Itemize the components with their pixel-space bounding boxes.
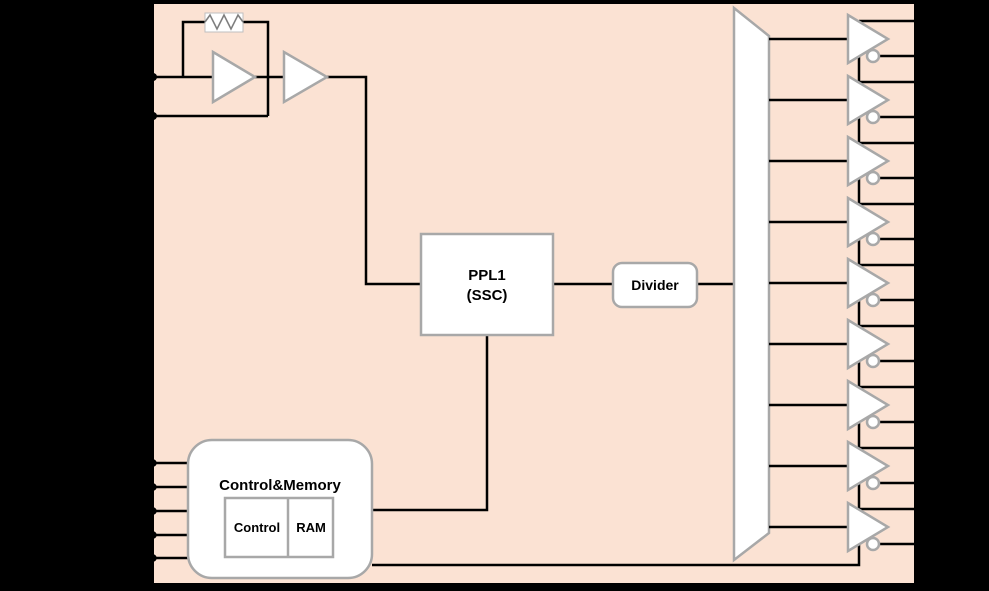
pin-dot: [149, 531, 157, 539]
pin-dot: [149, 112, 157, 120]
output-buffer: [769, 12, 928, 82]
inversion-bubble-icon: [865, 292, 881, 308]
output-buffer: [769, 317, 928, 387]
output-buffer: [769, 73, 928, 143]
crystal-oscillator: [146, 12, 421, 286]
resistor-zigzag-icon: [204, 13, 244, 31]
inversion-bubble-icon: [865, 536, 881, 552]
ram-label: RAM: [296, 520, 326, 535]
pll-label-line1: PPL1: [468, 267, 506, 284]
inversion-bubble-icon: [865, 231, 881, 247]
control-memory-block: Control&Memory Control RAM: [146, 438, 861, 580]
pin-dot: [149, 459, 157, 467]
oscillator-amp-triangle: [211, 49, 258, 105]
fanout-mux: [732, 5, 771, 563]
output-buffer: [769, 256, 928, 326]
output-buffer: [769, 378, 928, 448]
feedback-resistor: [204, 12, 244, 33]
output-buffer: [769, 439, 928, 509]
memory-to-buffer-wire: [372, 545, 861, 567]
pin-dot: [149, 507, 157, 515]
control-ram-box: [223, 496, 335, 559]
inversion-bubble-icon: [865, 475, 881, 491]
pin-dot: [149, 554, 157, 562]
inversion-bubble-icon: [865, 48, 881, 64]
feedback-wire: [243, 20, 270, 116]
osc-to-pll-wire: [327, 75, 421, 286]
pll-to-memory-wire: [372, 335, 489, 512]
output-buffer: [769, 195, 928, 265]
pll-label-line2: (SSC): [467, 287, 508, 304]
output-buffer: [769, 500, 928, 554]
divider-box: [611, 261, 699, 309]
control-memory-title: Control&Memory: [219, 477, 341, 494]
pin-dot: [149, 73, 157, 81]
oscillator-buffer-triangle: [282, 49, 330, 105]
divider-block: Divider: [611, 261, 734, 309]
inversion-bubble-icon: [865, 414, 881, 430]
control-pins: [146, 459, 190, 562]
control-label: Control: [234, 520, 280, 535]
feedback-wire: [181, 20, 205, 77]
output-buffer-array: [769, 12, 928, 554]
inversion-bubble-icon: [865, 353, 881, 369]
inversion-bubble-icon: [865, 109, 881, 125]
output-buffer: [769, 134, 928, 204]
pin-dot: [149, 483, 157, 491]
pll-box: [419, 232, 555, 337]
pll-block: PPL1 (SSC): [372, 232, 613, 512]
inversion-bubble-icon: [865, 170, 881, 186]
divider-label: Divider: [631, 277, 679, 293]
